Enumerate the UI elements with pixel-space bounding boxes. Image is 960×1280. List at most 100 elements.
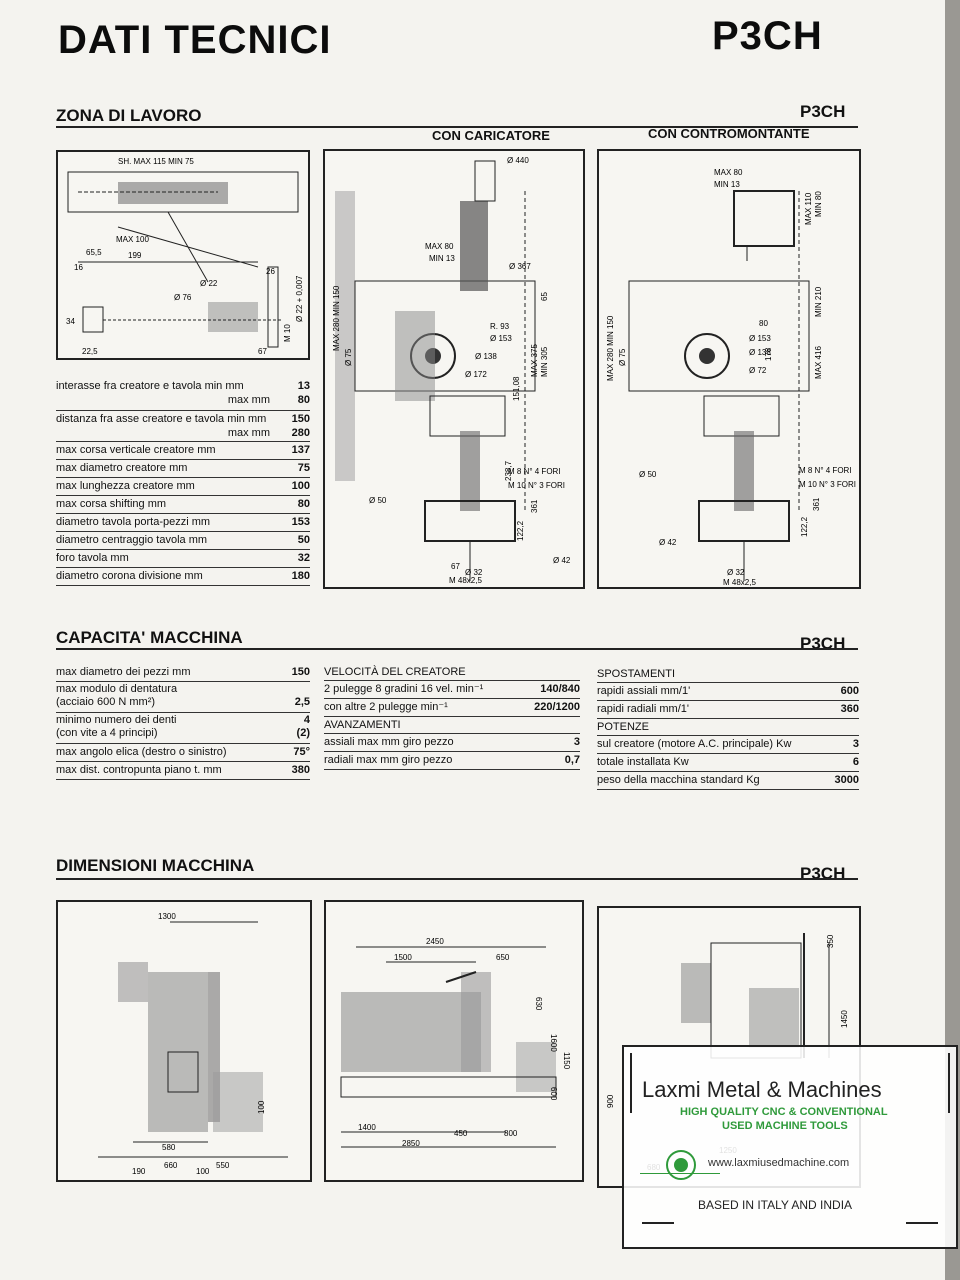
brand-tagline: HIGH QUALITY CNC & CONVENTIONAL: [680, 1106, 888, 1118]
d3-label: MAX 110: [804, 192, 813, 225]
d3-label: 178: [764, 347, 773, 361]
dim-front-label: 600: [549, 1087, 558, 1101]
front-view-drawing: 2450 1500 650 630 1600 1150 600 1400 450…: [340, 937, 571, 1148]
table-row: max modulo di dentatura (acciaio 600 N m…: [56, 682, 310, 713]
caption-loader: CON CARICATORE: [432, 128, 550, 143]
dim-side-label: 1450: [840, 1010, 849, 1028]
caption-tailstock: CON CONTROMONTANTE: [648, 126, 810, 141]
d3-label: M 8 N° 4 FORI: [799, 466, 852, 475]
dim-top-label: 100: [196, 1167, 210, 1176]
d1-label: 22,5: [82, 347, 98, 356]
d1-label: SH. MAX 115 MIN 75: [118, 157, 194, 166]
d3-label: Ø 75: [618, 348, 627, 366]
drawing-hob-detail: SH. MAX 115 MIN 75 MAX 100 65,5 199 16 Ø…: [56, 150, 310, 360]
d2-label: MAX 375: [530, 344, 539, 377]
logo-bracket: [630, 1053, 632, 1113]
dim-front-label: 1150: [562, 1052, 571, 1070]
dim-front-label: 630: [534, 997, 543, 1011]
drawing-top-view: 1300 100 580 660 190 100 550: [56, 900, 312, 1182]
d2-label: Ø 50: [369, 496, 387, 505]
d1-label: 67: [258, 347, 267, 356]
d3-label: Ø 138: [749, 348, 771, 357]
table-row: minimo numero dei denti (con vite a 4 pr…: [56, 713, 310, 744]
drawing-with-tailstock: MAX 80 MIN 13 MAX 110 MIN 80 MIN 210 MAX…: [597, 149, 861, 589]
d2-label: MAX 280 MIN 150: [332, 285, 341, 351]
d1-label: 199: [128, 251, 142, 260]
d2-label: 151,08: [512, 376, 521, 401]
d3-label: Ø 72: [749, 366, 767, 375]
d3-label: M 10 N° 3 FORI: [799, 480, 856, 489]
d2-label: Ø 75: [344, 348, 353, 366]
section-model-capacita: P3CH: [800, 634, 846, 653]
d2-label: MIN 305: [540, 346, 549, 377]
workzone-table: interasse fra creatore e tavola min mm 1…: [56, 380, 310, 586]
table-row: rapidi radiali mm/1'360: [597, 701, 859, 719]
dim-top-label: 100: [257, 1100, 266, 1114]
table-row: distanza fra asse creatore e tavola min …: [56, 411, 310, 442]
dim-top-label: 660: [164, 1161, 178, 1170]
dim-top-label: 580: [162, 1143, 176, 1152]
d2-label: 122,2: [516, 520, 525, 541]
d2-label: 65: [540, 292, 549, 301]
table-heading: AVANZAMENTI: [324, 717, 580, 734]
table-heading: POTENZE: [597, 719, 859, 736]
loader-drawing: Ø 440 MAX 80 MIN 13 Ø 367 MAX 280 MIN 15…: [332, 156, 571, 585]
d1-label: 26: [266, 267, 275, 276]
logo-bracket: [948, 1053, 950, 1113]
d3-label: MIN 210: [814, 286, 823, 317]
table-row: max angolo elica (destro o sinistro)75°: [56, 744, 310, 762]
brand-watermark: Laxmi Metal & Machines HIGH QUALITY CNC …: [622, 1045, 958, 1249]
capacity-table-3: SPOSTAMENTI rapidi assiali mm/1'600 rapi…: [597, 666, 859, 790]
dim-side-label: 900: [606, 1094, 615, 1108]
gear-icon: [666, 1150, 696, 1180]
d2-label: 361: [530, 499, 539, 513]
dim-front-label: 1500: [394, 953, 412, 962]
d2-label: MAX 80: [425, 242, 454, 251]
section-title-dimensioni: DIMENSIONI MACCHINA: [56, 856, 255, 875]
d2-label: 238,7: [504, 460, 513, 481]
table-heading: SPOSTAMENTI: [597, 666, 859, 683]
d3-label: MAX 416: [814, 346, 823, 379]
hob-detail-drawing: SH. MAX 115 MIN 75 MAX 100 65,5 199 16 Ø…: [66, 157, 304, 356]
d2-label: M 10 N° 3 FORI: [508, 481, 565, 490]
top-view-drawing: 1300 100 580 660 190 100 550: [98, 912, 288, 1176]
d3-label: Ø 42: [659, 538, 677, 547]
dim-top-label: 190: [132, 1167, 146, 1176]
d2-label: 67: [451, 562, 460, 571]
d3-label: M 48x2,5: [723, 578, 756, 587]
dim-top-label: 1300: [158, 912, 176, 921]
d1-label: 16: [74, 263, 83, 272]
section-title-zona: ZONA DI LAVORO: [56, 106, 202, 125]
d3-label: 122,2: [800, 516, 809, 537]
dim-front-label: 800: [504, 1129, 518, 1138]
brand-location: BASED IN ITALY AND INDIA: [698, 1198, 853, 1212]
d1-label: MAX 100: [116, 235, 149, 244]
d1-label: 65,5: [86, 248, 102, 257]
section-model-dimensioni: P3CH: [800, 864, 846, 883]
d2-label: Ø 440: [507, 156, 529, 165]
d2-label: MIN 13: [429, 254, 455, 263]
d3-label: Ø 50: [639, 470, 657, 479]
d2-label: R. 93: [490, 322, 510, 331]
d2-label: Ø 153: [490, 334, 512, 343]
dim-front-label: 2850: [402, 1139, 420, 1148]
d2-label: Ø 42: [553, 556, 571, 565]
d2-label: M 8 N° 4 FORI: [508, 467, 561, 476]
section-title-capacita: CAPACITA' MACCHINA: [56, 628, 243, 647]
d1-label: Ø 22 + 0,007: [295, 275, 304, 322]
d3-label: 361: [812, 497, 821, 511]
brand-tagline-2: USED MACHINE TOOLS: [722, 1120, 848, 1132]
d3-label: MAX 280 MIN 150: [606, 315, 615, 381]
table-row: rapidi assiali mm/1'600: [597, 683, 859, 701]
